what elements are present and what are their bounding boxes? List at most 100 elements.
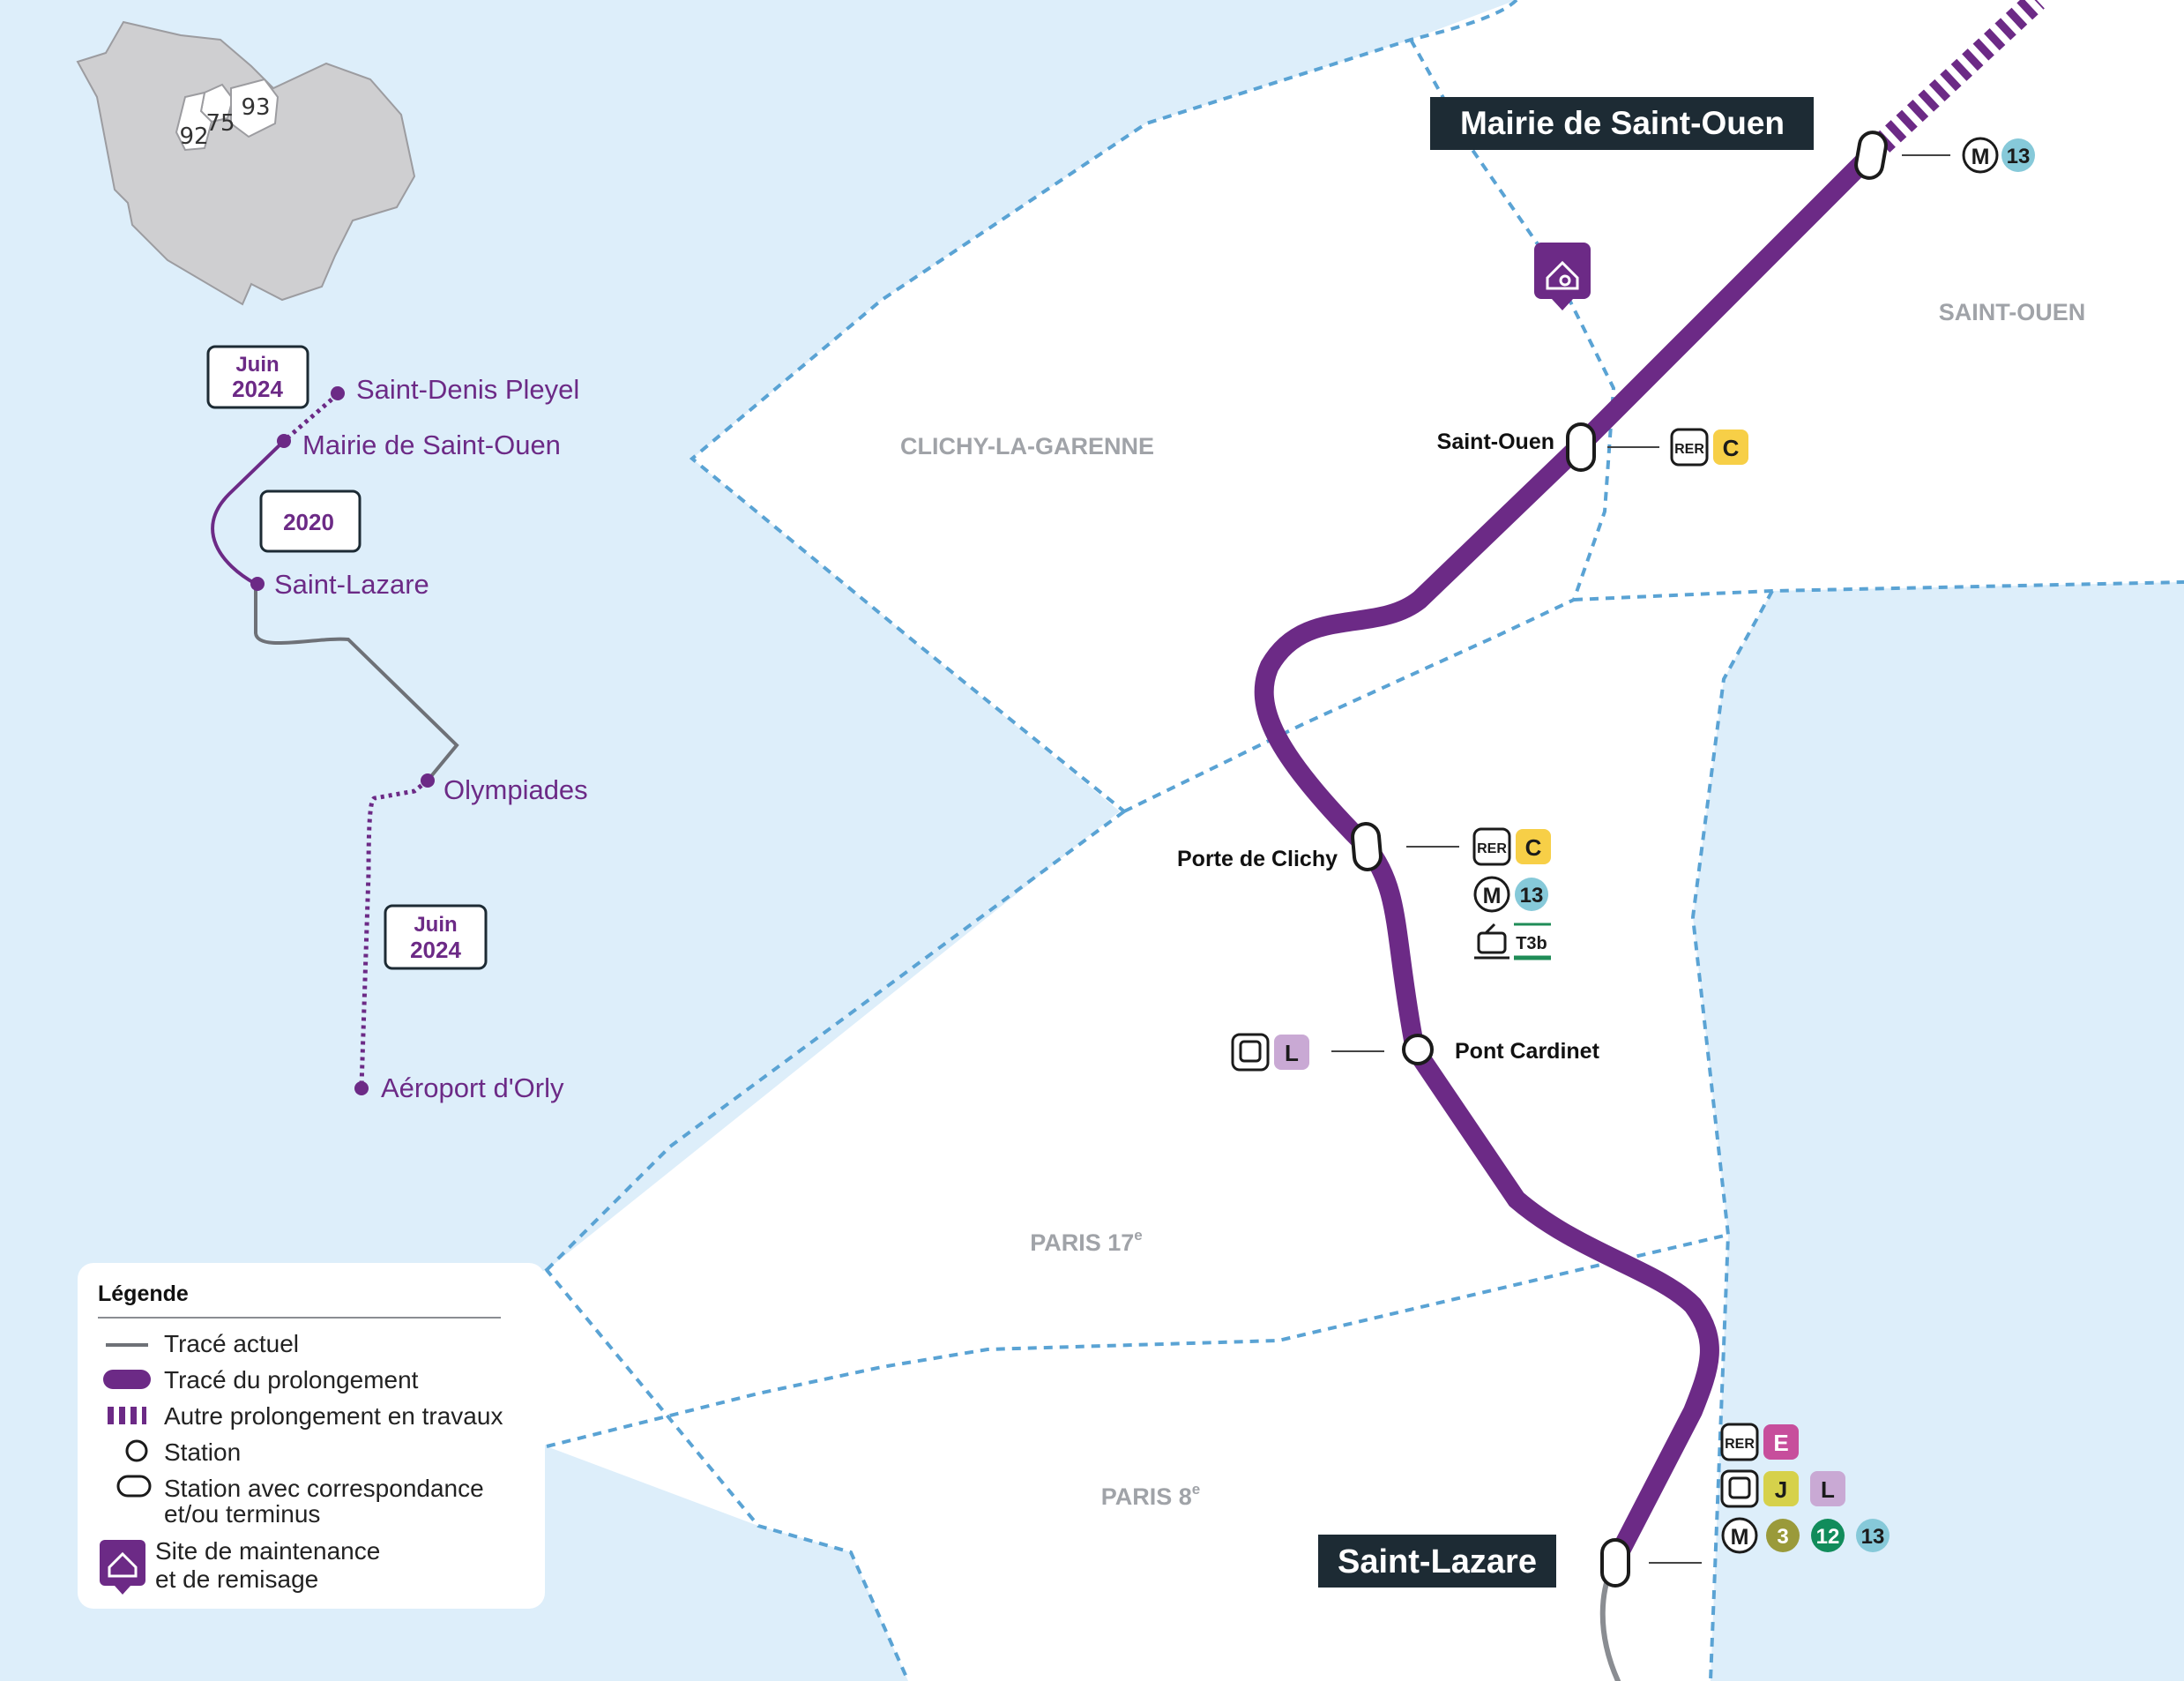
label-box-saint-lazare bbox=[1318, 1535, 1556, 1588]
metro-13-icon bbox=[2001, 138, 2035, 172]
connections-porte-de-clichy: RER C M 13 T3b bbox=[1472, 827, 1551, 960]
legend-title: Légende bbox=[98, 1281, 189, 1306]
legend-item-extension: Tracé du prolongement bbox=[164, 1366, 419, 1393]
other-extension-works bbox=[1863, 0, 2045, 163]
rer-mode-icon bbox=[1720, 1423, 1759, 1461]
boundary-paris-north bbox=[1123, 598, 1575, 813]
inset-region bbox=[76, 20, 416, 306]
schematic-label-saint-lazare: Saint-Lazare bbox=[274, 569, 429, 600]
rer-c-icon bbox=[1713, 430, 1748, 465]
legend-item-works: Autre prolongement en travaux bbox=[164, 1402, 503, 1430]
svg-text:M: M bbox=[1972, 145, 1990, 169]
station-marker-saint-ouen[interactable] bbox=[1566, 422, 1596, 472]
metro-13-icon bbox=[1515, 878, 1548, 911]
extension-route bbox=[1254, 145, 1881, 1571]
label-box-mairie-saint-ouen bbox=[1430, 97, 1814, 150]
svg-text:M: M bbox=[1483, 884, 1502, 908]
svg-text:RER: RER bbox=[1674, 442, 1704, 457]
train-j-icon bbox=[1763, 1471, 1799, 1506]
station-marker-porte-de-clichy[interactable] bbox=[1351, 822, 1383, 871]
svg-text:Juin: Juin bbox=[235, 353, 279, 377]
boundary-west bbox=[689, 0, 1518, 813]
svg-text:RER: RER bbox=[1477, 841, 1507, 856]
svg-text:12: 12 bbox=[1816, 1525, 1840, 1549]
connector-lines bbox=[1331, 154, 1950, 1564]
communes bbox=[423, 0, 2184, 1681]
connections-mairie-saint-ouen: M 13 bbox=[1962, 137, 2035, 174]
svg-text:J: J bbox=[1775, 1476, 1787, 1503]
boundary-paris-east bbox=[1690, 590, 1774, 1681]
legend-item-existing: Tracé actuel bbox=[164, 1330, 299, 1357]
area-label-paris8: PARIS 8e bbox=[1101, 1481, 1201, 1510]
svg-text:C: C bbox=[1723, 435, 1740, 461]
maintenance-depot-icon[interactable] bbox=[1534, 243, 1591, 310]
legend-item-depot-1: Site de maintenance bbox=[155, 1537, 380, 1565]
station-marker-saint-lazare[interactable] bbox=[1600, 1538, 1630, 1588]
boundary-clichy-stouen bbox=[1409, 39, 1616, 601]
metro-mode-icon bbox=[1962, 137, 1999, 174]
schematic-label-olympiades: Olympiades bbox=[444, 774, 588, 805]
station-marker-pont-cardinet[interactable] bbox=[1402, 1034, 1434, 1065]
legend-item-depot-2: et de remisage bbox=[155, 1565, 318, 1593]
tram-icon bbox=[1474, 923, 1509, 960]
schematic-dot-saint-denis[interactable] bbox=[331, 386, 345, 400]
metro-12-icon bbox=[1811, 1519, 1845, 1552]
schematic-line: Saint-Denis Pleyel Mairie de Saint-Ouen … bbox=[206, 345, 588, 1103]
inset-label-93: 93 bbox=[241, 94, 270, 121]
inset-93 bbox=[230, 78, 280, 138]
schematic-existing bbox=[254, 584, 459, 782]
legend-item-station: Station bbox=[164, 1438, 241, 1466]
schematic-label-mairie-saint-ouen: Mairie de Saint-Ouen bbox=[302, 430, 561, 460]
legend-panel bbox=[78, 1263, 545, 1609]
svg-text:L: L bbox=[1285, 1040, 1299, 1066]
rer-c-icon bbox=[1516, 829, 1551, 864]
connections-saint-ouen: RER C bbox=[1670, 428, 1748, 467]
schematic-dot-orly[interactable] bbox=[354, 1081, 369, 1095]
inset-idf-map: 92 75 93 bbox=[76, 20, 416, 306]
train-mode-icon bbox=[1720, 1469, 1759, 1508]
schematic-dot-olympiades[interactable] bbox=[421, 773, 435, 788]
connections-pont-cardinet: L bbox=[1231, 1033, 1309, 1072]
svg-text:3: 3 bbox=[1777, 1525, 1788, 1549]
date-box-north bbox=[206, 345, 309, 409]
svg-text:13: 13 bbox=[1520, 884, 1544, 908]
metro-13-icon bbox=[1856, 1519, 1890, 1552]
rer-e-icon bbox=[1763, 1424, 1799, 1460]
svg-text:2024: 2024 bbox=[410, 937, 461, 963]
train-mode-icon bbox=[1231, 1033, 1270, 1072]
svg-text:2020: 2020 bbox=[283, 509, 334, 535]
schematic-extension-2020 bbox=[211, 439, 286, 586]
schematic-label-saint-denis: Saint-Denis Pleyel bbox=[356, 374, 579, 405]
metro-mode-icon bbox=[1473, 876, 1510, 913]
svg-text:Juin: Juin bbox=[414, 913, 457, 937]
schematic-dot-saint-lazare[interactable] bbox=[250, 577, 265, 591]
date-box-south bbox=[384, 904, 488, 970]
inset-label-92: 92 bbox=[179, 123, 208, 150]
svg-text:RER: RER bbox=[1725, 1437, 1755, 1452]
svg-text:2024: 2024 bbox=[232, 376, 283, 402]
area-label-paris17: PARIS 17e bbox=[1030, 1227, 1143, 1256]
connections: M 13 RER C RER C M 13 T3b bbox=[1231, 137, 2035, 1554]
rer-mode-icon bbox=[1472, 827, 1511, 866]
map-stations bbox=[1351, 131, 1889, 1588]
svg-text:T3b: T3b bbox=[1516, 934, 1547, 953]
svg-text:13: 13 bbox=[1861, 1525, 1885, 1549]
commune-clichy bbox=[423, 0, 2184, 1681]
metro-mode-icon bbox=[1721, 1517, 1758, 1554]
train-l-icon bbox=[1274, 1035, 1309, 1070]
legend-item-interchange-2: et/ou terminus bbox=[164, 1500, 320, 1528]
station-label-saint-ouen: Saint-Ouen bbox=[1437, 430, 1554, 454]
station-marker-mairie-saint-ouen[interactable] bbox=[1854, 131, 1889, 180]
schematic-dot-mairie-saint-ouen[interactable] bbox=[277, 434, 291, 448]
svg-text:13: 13 bbox=[2007, 145, 2031, 168]
legend-interchange-swatch bbox=[116, 1475, 152, 1498]
area-label-saint-ouen: SAINT-OUEN bbox=[1939, 299, 2086, 325]
station-label-mairie-saint-ouen: Mairie de Saint-Ouen bbox=[1460, 105, 1785, 141]
schematic-south-works bbox=[359, 779, 429, 1087]
metro-3-icon bbox=[1766, 1519, 1800, 1552]
inset-label-75: 75 bbox=[205, 110, 235, 137]
legend: Légende Tracé actuel Tracé du prolongeme… bbox=[78, 1263, 545, 1609]
svg-text:E: E bbox=[1773, 1430, 1788, 1456]
